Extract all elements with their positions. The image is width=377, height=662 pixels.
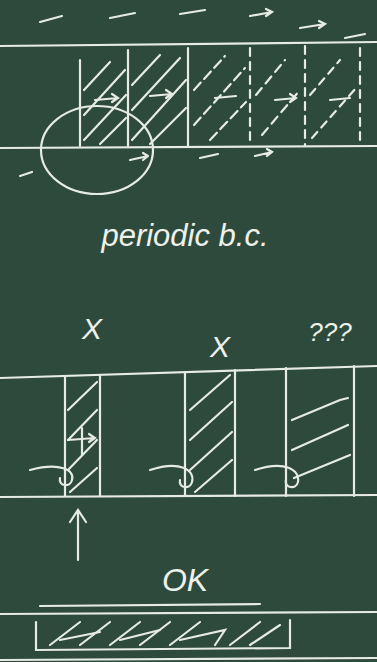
slab-strip [0, 366, 377, 497]
flow-arrows-top [40, 9, 365, 38]
ok-strip [0, 604, 377, 660]
periodic-strip [0, 42, 377, 194]
question-text: ??? [300, 318, 360, 348]
note-text: periodic b.c. [95, 218, 275, 254]
mark-text: X [200, 330, 240, 365]
mark-text: X [72, 312, 112, 347]
verdict-text: OK [130, 562, 240, 599]
pointer-arrow [70, 510, 86, 560]
